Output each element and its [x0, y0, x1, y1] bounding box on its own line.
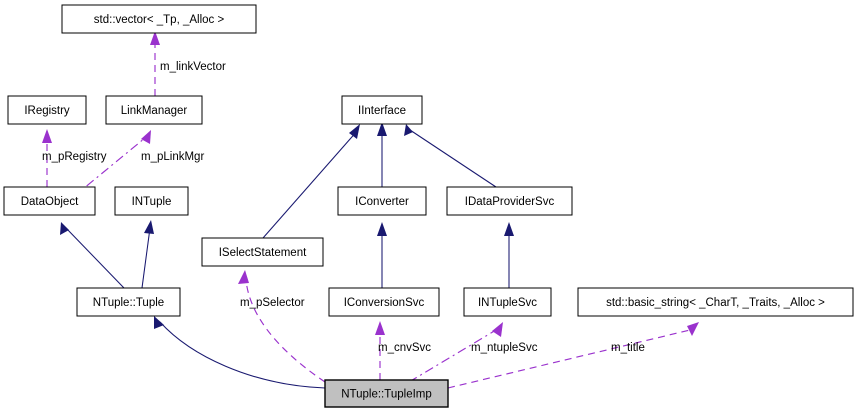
- class-box-frame: [324, 379, 449, 408]
- class-name-label: NTuple::TupleImp: [341, 389, 432, 401]
- class-name-label: ISelectStatement: [219, 247, 307, 259]
- class-name-label: IRegistry: [24, 105, 70, 117]
- class-box-frame: [201, 237, 324, 267]
- inheritance-line: [262, 129, 359, 239]
- edge-label: m_cnvSvc: [378, 342, 431, 354]
- usage-edge: m_pRegistry: [42, 129, 107, 187]
- usage-arrowhead-icon: [492, 322, 503, 337]
- edge-label: m_linkVector: [160, 61, 226, 73]
- inheritance-arrowhead-icon: [377, 222, 387, 236]
- usage-edge: m_ntupleSvc: [408, 322, 538, 383]
- inheritance-line: [409, 129, 497, 188]
- class-box-iselectstmt[interactable]: ISelectStatement: [201, 237, 324, 267]
- class-box-frame: [577, 287, 854, 317]
- edge-label: m_pSelector: [240, 297, 305, 309]
- usage-edge: m_title: [447, 322, 699, 389]
- edge-label: m_pLinkMgr: [141, 151, 204, 163]
- usage-arrowhead-icon: [42, 129, 52, 143]
- inheritance-edge: [141, 220, 154, 289]
- class-box-ntupletuple[interactable]: NTuple::Tuple: [76, 287, 181, 317]
- class-name-label: INTuple: [132, 196, 172, 208]
- class-box-linkmanager[interactable]: LinkManager: [105, 95, 203, 125]
- class-box-vector[interactable]: std::vector< _Tp, _Alloc >: [61, 4, 257, 34]
- class-name-label: IDataProviderSvc: [465, 196, 555, 208]
- class-name-label: std::basic_string< _CharT, _Traits, _All…: [606, 297, 825, 309]
- inheritance-arrowhead-icon: [504, 222, 514, 236]
- usage-arrowhead-icon: [238, 270, 249, 284]
- class-box-frame: [105, 95, 203, 125]
- inheritance-arrowhead-icon: [404, 124, 413, 136]
- inheritance-arrowhead-icon: [349, 124, 360, 139]
- edge-label: m_pRegistry: [42, 151, 107, 163]
- class-box-tupleimp[interactable]: NTuple::TupleImp: [324, 379, 449, 408]
- edge-label: m_ntupleSvc: [471, 342, 538, 354]
- class-name-label: std::vector< _Tp, _Alloc >: [94, 14, 225, 26]
- inheritance-edge: [262, 124, 360, 239]
- usage-arrowhead-icon: [150, 31, 160, 45]
- usage-edge: m_cnvSvc: [375, 321, 431, 380]
- class-box-frame: [3, 186, 96, 216]
- usage-line: [245, 279, 326, 383]
- usage-edge: m_linkVector: [150, 31, 226, 96]
- class-box-frame: [61, 4, 257, 34]
- class-box-iinterface[interactable]: IInterface: [341, 95, 423, 125]
- class-box-frame: [328, 287, 440, 317]
- usage-edge: m_pSelector: [238, 270, 326, 383]
- class-box-frame: [463, 287, 552, 317]
- class-name-label: IInterface: [358, 105, 406, 117]
- inheritance-edge: [404, 124, 497, 188]
- inheritance-arrowhead-icon: [144, 220, 154, 234]
- class-box-frame: [7, 95, 87, 125]
- class-box-intuplesvc[interactable]: INTupleSvc: [463, 287, 552, 317]
- inheritance-edge: [377, 222, 387, 288]
- usage-arrowhead-icon: [687, 322, 699, 336]
- class-box-iconverter[interactable]: IConverter: [337, 186, 427, 216]
- class-box-frame: [114, 186, 189, 216]
- class-name-label: INTupleSvc: [478, 297, 537, 309]
- usage-line: [408, 329, 497, 383]
- class-box-frame: [337, 186, 427, 216]
- usage-arrowhead-icon: [375, 321, 385, 335]
- class-box-iregistry[interactable]: IRegistry: [7, 95, 87, 125]
- class-name-label: IConversionSvc: [344, 297, 425, 309]
- usage-edge-group: m_linkVector m_pRegistry m_pLinkMgr m_pSele…: [42, 31, 699, 389]
- edge-label: m_title: [611, 342, 645, 354]
- class-box-basicstring[interactable]: std::basic_string< _CharT, _Traits, _All…: [577, 287, 854, 317]
- inheritance-arrowhead-icon: [154, 316, 164, 329]
- class-box-frame: [76, 287, 181, 317]
- class-box-intuple[interactable]: INTuple: [114, 186, 189, 216]
- usage-edge: m_pLinkMgr: [71, 130, 204, 199]
- class-name-label: DataObject: [21, 196, 79, 208]
- class-box-frame: [446, 186, 573, 216]
- class-box-dataobject[interactable]: DataObject: [3, 186, 96, 216]
- inheritance-edge: [154, 316, 326, 389]
- inheritance-edge: [377, 122, 387, 187]
- usage-line: [71, 137, 146, 199]
- usage-line: [447, 329, 691, 389]
- inheritance-arrowhead-icon: [377, 122, 387, 136]
- class-name-label: IConverter: [355, 196, 409, 208]
- inheritance-edge-group: [60, 122, 514, 389]
- inheritance-edge: [60, 222, 125, 289]
- inheritance-line: [141, 227, 151, 289]
- class-box-group: std::vector< _Tp, _Alloc >IRegistry LinkM…: [3, 4, 854, 408]
- class-box-idataprovider[interactable]: IDataProviderSvc: [446, 186, 573, 216]
- usage-arrowhead-icon: [141, 130, 151, 144]
- class-name-label: NTuple::Tuple: [93, 297, 164, 309]
- inheritance-edge: [504, 222, 514, 288]
- inheritance-line: [159, 321, 326, 389]
- inheritance-arrowhead-icon: [60, 222, 69, 235]
- inheritance-line: [65, 227, 125, 289]
- class-name-label: LinkManager: [121, 105, 188, 117]
- class-box-iconversion[interactable]: IConversionSvc: [328, 287, 440, 317]
- class-box-frame: [341, 95, 423, 125]
